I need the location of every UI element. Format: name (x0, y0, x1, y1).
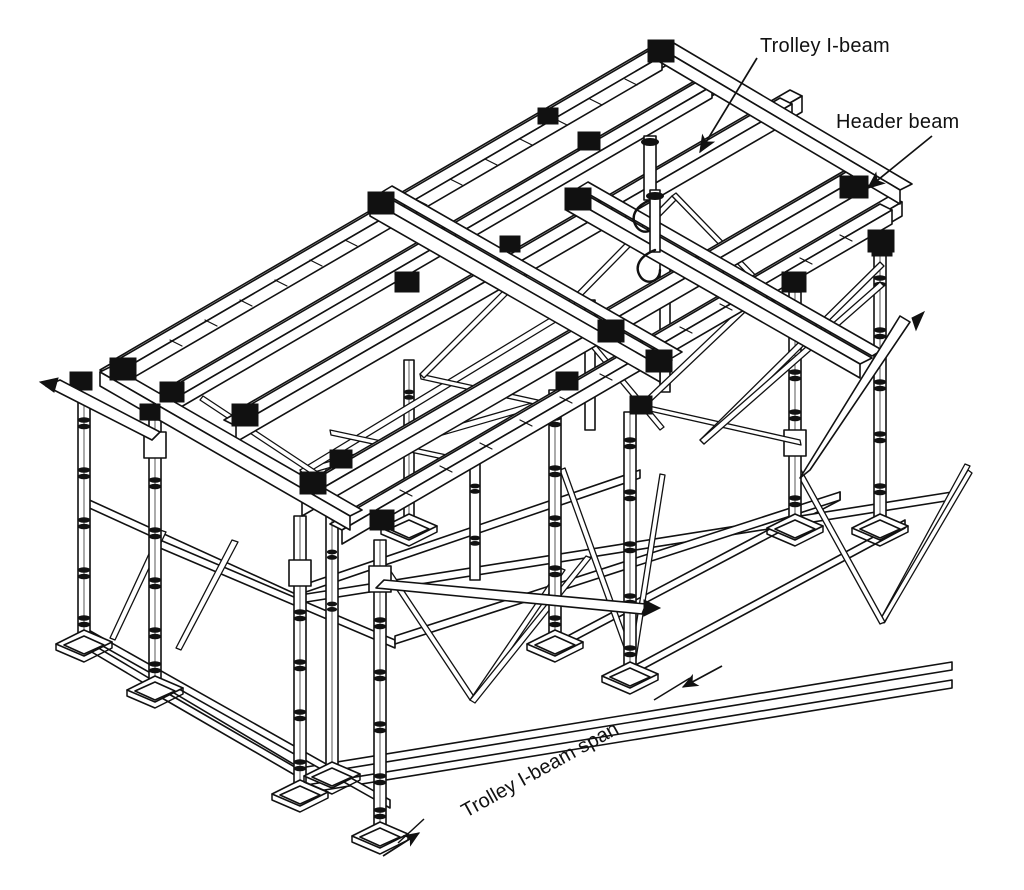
trolley-hook-lower (636, 189, 664, 283)
joint-node (871, 239, 893, 257)
annotation-leaders (699, 57, 933, 189)
joint-node (781, 271, 807, 293)
joint-node (499, 235, 521, 253)
joint-node (69, 371, 93, 391)
base-plate (601, 661, 659, 695)
label-trolley-ibeam: Trolley I-beam (760, 35, 890, 57)
joint-node (537, 107, 559, 125)
header-beam-leader-line (866, 135, 933, 189)
post-deck-short-1 (469, 451, 481, 581)
base-plate (126, 675, 184, 709)
base-plate (851, 513, 909, 547)
joint-node (629, 395, 653, 415)
joint-node (647, 39, 675, 63)
joint-node (367, 191, 395, 215)
post-left-back (143, 419, 167, 683)
joint-node (231, 403, 259, 427)
vertical-posts (77, 247, 887, 829)
ladder-rungs-front-right (399, 234, 853, 497)
joint-node (555, 371, 579, 391)
stub-tie-rods (38, 310, 926, 617)
upper-deck-beam-grid (99, 41, 913, 545)
joint-node (109, 357, 137, 381)
label-header-beam: Header beam (836, 111, 959, 133)
joint-node (394, 271, 420, 293)
joint-node (645, 349, 673, 373)
base-plate (351, 821, 409, 855)
joint-node (564, 187, 592, 211)
trolley-ibeam-leader-line (699, 57, 758, 154)
joint-node (597, 319, 625, 343)
trolley-hook-upper (632, 135, 659, 233)
dimension-arrows (382, 665, 723, 857)
joint-node (159, 381, 185, 403)
trolley-hooks (632, 135, 664, 283)
base-plate (526, 629, 584, 663)
beam-joint-nodes (69, 39, 895, 531)
joint-node (839, 175, 869, 199)
stub-tie-rod-left (38, 377, 161, 441)
base-plate (766, 513, 824, 547)
joint-node (139, 403, 161, 421)
post-mid-back (623, 411, 637, 669)
base-plates (55, 513, 909, 855)
joint-node (369, 509, 395, 531)
joint-node (299, 471, 327, 495)
stub-tie-rod-right (799, 310, 926, 479)
stub-tie-rod-center (375, 579, 662, 617)
header-beam-mid (369, 185, 683, 383)
span-arrow-right (681, 665, 723, 688)
post-left-front (77, 399, 91, 637)
base-plate (303, 761, 361, 795)
joint-node (329, 449, 353, 469)
span-witness-left (397, 818, 425, 844)
base-plate (55, 629, 113, 663)
span-arrow-left (382, 832, 421, 857)
span-witness-right (653, 677, 691, 701)
joint-node (577, 131, 601, 151)
header-beam-near-left (99, 365, 363, 531)
